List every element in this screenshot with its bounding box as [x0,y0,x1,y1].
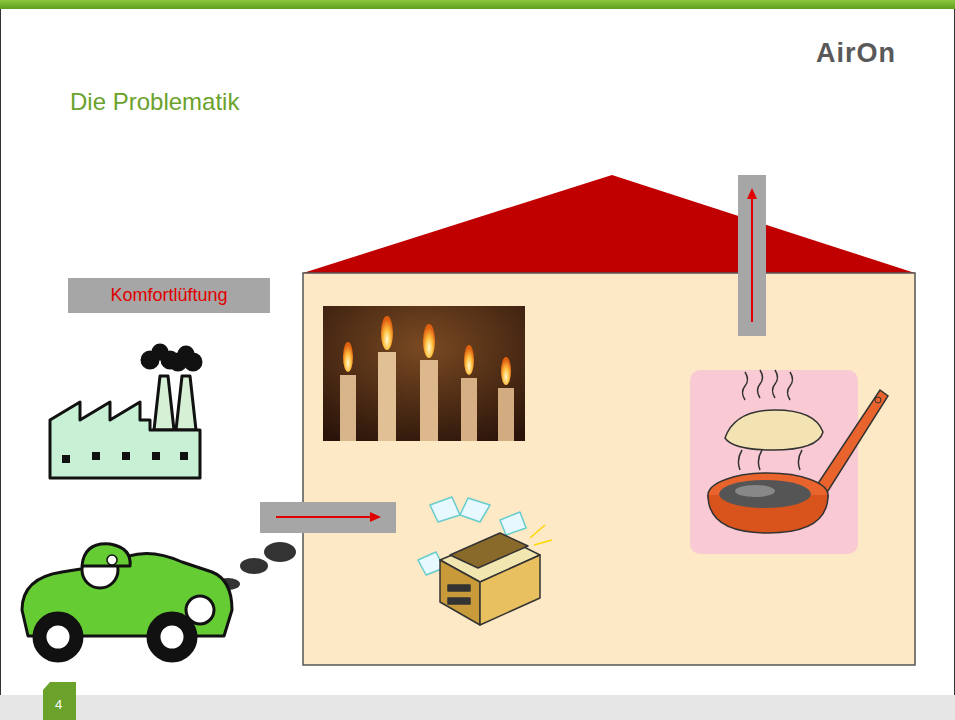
exhaust-arrow [751,196,753,322]
bottom-band [0,695,955,720]
car-icon [22,542,296,661]
house-wall [303,273,915,665]
pan-icon [690,370,888,554]
top-bar [0,0,955,9]
copier-icon [418,497,552,625]
factory-icon [50,345,201,478]
exhaust-arrowhead [747,188,757,199]
inlet-arrowhead [370,512,381,522]
house-roof [303,175,915,273]
inlet-arrow [276,516,372,518]
exhaust-duct [738,175,766,336]
label-box: Komfortlüftung [68,278,270,313]
slide-title: Die Problematik [70,88,239,116]
page-tab [43,682,76,720]
candles-photo [323,306,525,441]
node-text: Komfortlüftung [110,285,227,306]
brand-logo: AirOn [816,38,896,69]
page-number: 4 [55,697,62,712]
inlet-duct [260,502,396,533]
